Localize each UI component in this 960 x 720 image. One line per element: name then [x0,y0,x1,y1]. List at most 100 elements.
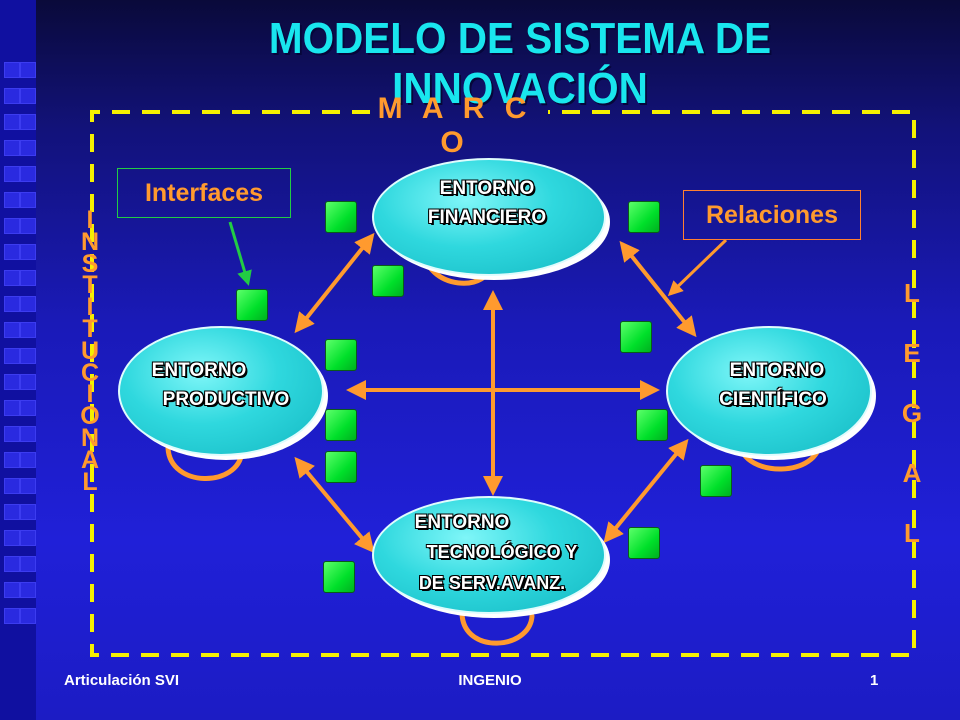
interfaces-label: Interfaces [117,168,291,218]
decorative-square [20,374,36,390]
decorative-square [4,556,20,572]
institucional-letter: C [80,358,100,387]
decorative-side-strip [0,0,36,720]
decorative-square [20,426,36,442]
decorative-square [4,400,20,416]
self-loop-tecnologico [459,611,535,646]
legal-letter: L [904,518,920,548]
marco-frame [90,110,916,657]
entorno-productivo-line2: PRODUCTIVO [162,389,290,411]
decorative-square [4,114,20,130]
decorative-square [20,348,36,364]
relaciones-pointer [667,238,728,297]
decorative-square [4,296,20,312]
relaciones-label: Relaciones [683,190,861,240]
decorative-square [4,270,20,286]
entorno-productivo: ENTORNO PRODUCTIVO [118,326,330,462]
interface-square [236,289,268,321]
marco-label: M A R C O [377,92,533,159]
institucional-letter: O [80,402,100,431]
decorative-square [20,322,36,338]
institucional-letter: S [81,249,99,278]
interface-square [325,451,357,483]
arrow-financiero-cientifico [619,240,697,338]
footer-left: Articulación SVI [64,672,180,689]
institucional-letter: N [80,423,100,452]
interface-square [325,409,357,441]
decorative-square [4,478,20,494]
decorative-square [4,452,20,468]
decorative-square [20,114,36,130]
slide-title: MODELO DE SISTEMA DE INNOVACIÓN [268,14,772,113]
decorative-square [20,218,36,234]
entorno-tecnologico-line2: TECNOLÓGICO Y [426,542,578,563]
entorno-tecnologico-line3: DE SERV.AVANZ. [418,572,566,593]
legal-letter: A [902,458,922,488]
decorative-square [20,452,36,468]
interface-square [325,339,357,371]
interface-square [323,561,355,593]
decorative-square [20,400,36,416]
interface-square [700,465,732,497]
interface-square [620,321,652,353]
decorative-square [20,140,36,156]
institucional-letter: I [86,206,94,234]
footer-center: INGENIO [458,672,522,689]
decorative-square [20,166,36,182]
decorative-square [20,530,36,546]
interfaces-pointer [228,221,252,286]
entorno-financiero-line2: FINANCIERO [427,207,547,229]
decorative-square [20,608,36,624]
decorative-square [4,140,20,156]
entorno-cientifico: ENTORNO CIENTÍFICO [666,326,878,462]
decorative-square [20,478,36,494]
decorative-square [4,88,20,104]
decorative-square [20,296,36,312]
decorative-square [20,88,36,104]
decorative-square [20,244,36,260]
entorno-tecnologico-line1: ENTORNO [414,512,510,533]
institucional-letter: A [80,445,100,474]
institucional-letter: I [86,293,94,322]
entorno-productivo-line1: ENTORNO [151,360,247,381]
decorative-square [4,608,20,624]
decorative-square [4,244,20,260]
decorative-square [20,504,36,520]
decorative-square [20,556,36,572]
decorative-square [4,62,20,78]
entorno-tecnologico: ENTORNO TECNOLÓGICO Y DE SERV.AVANZ. [372,496,612,620]
interface-square [636,409,668,441]
entorno-financiero-line1: ENTORNO [439,178,535,199]
decorative-square [4,582,20,598]
arrow-cientifico-tecnologico [603,438,689,544]
decorative-square [4,218,20,234]
self-loop-productivo [165,445,245,481]
decorative-square [20,192,36,208]
decorative-square [4,426,20,442]
institucional-letter: U [80,336,100,365]
decorative-square [4,374,20,390]
institucional-letter: N [80,227,100,256]
entorno-cientifico-line1: ENTORNO [729,360,825,381]
institucional-letter: I [86,380,94,409]
legal-letter: G [901,398,923,428]
decorative-square [20,270,36,286]
legal-letter: L [904,278,920,308]
page-number: 1 [870,672,879,689]
interface-square [628,527,660,559]
arrow-productivo-financiero [294,232,375,334]
decorative-square [4,322,20,338]
entorno-cientifico-line2: CIENTÍFICO [719,389,827,411]
decorative-square [4,530,20,546]
arrow-productivo-tecnologico [294,456,375,554]
entorno-financiero: ENTORNO FINANCIERO [372,158,612,282]
interface-square [372,265,404,297]
institucional-letter: T [82,271,98,300]
decorative-square [4,504,20,520]
decorative-square [4,166,20,182]
interface-square [325,201,357,233]
